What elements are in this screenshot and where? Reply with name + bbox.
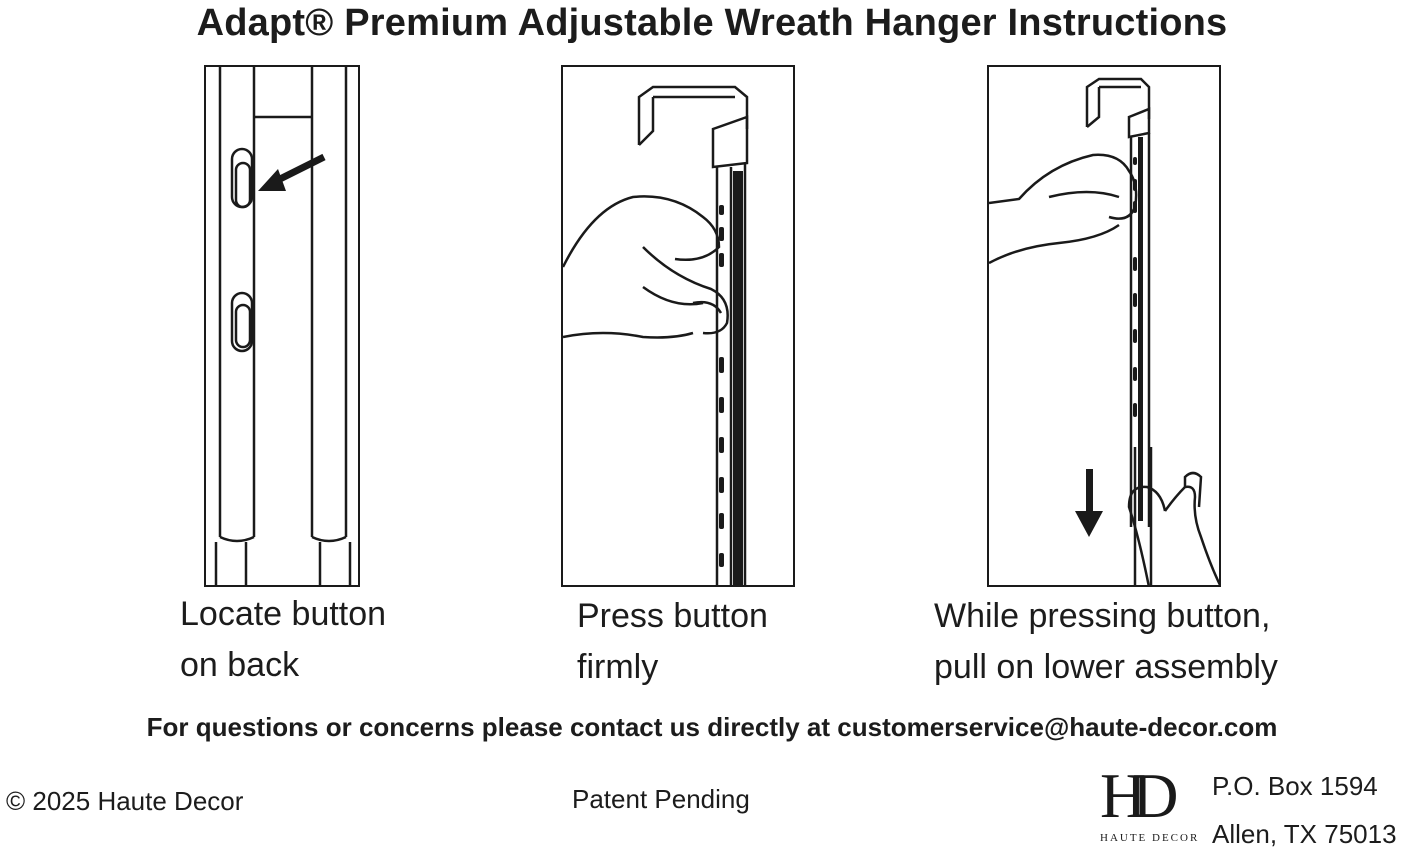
contact-line: For questions or concerns please contact… bbox=[146, 712, 1278, 742]
hanger-back-icon bbox=[214, 67, 352, 585]
step-1-illustration bbox=[204, 65, 360, 587]
address-line-2: Allen, TX 75013 bbox=[1212, 819, 1397, 849]
arrow-icon bbox=[258, 153, 326, 191]
hand-pull-icon bbox=[989, 77, 1219, 585]
arrow-icon bbox=[1075, 469, 1103, 537]
page-title: Adapt® Premium Adjustable Wreath Hanger … bbox=[196, 2, 1228, 44]
patent-text: Patent Pending bbox=[572, 784, 750, 814]
address-line-1: P.O. Box 1594 bbox=[1212, 771, 1378, 801]
step-2-illustration bbox=[561, 65, 795, 587]
mailing-address: P.O. Box 1594 Allen, TX 75013 bbox=[1212, 762, 1397, 858]
copyright-text: © 2025 Haute Decor bbox=[6, 786, 244, 816]
step-3-illustration bbox=[987, 65, 1221, 587]
logo-mark: HD bbox=[1100, 760, 1179, 831]
hand-press-icon bbox=[563, 85, 749, 585]
step-2-caption: Press button firmly bbox=[577, 597, 768, 686]
logo-wordmark: HAUTE DECOR bbox=[1100, 832, 1200, 844]
haute-decor-logo: HD HAUTE DECOR bbox=[1096, 764, 1204, 850]
step-3-caption: While pressing button, pull on lower ass… bbox=[934, 597, 1278, 686]
step-1-caption: Locate button on back bbox=[180, 595, 387, 684]
